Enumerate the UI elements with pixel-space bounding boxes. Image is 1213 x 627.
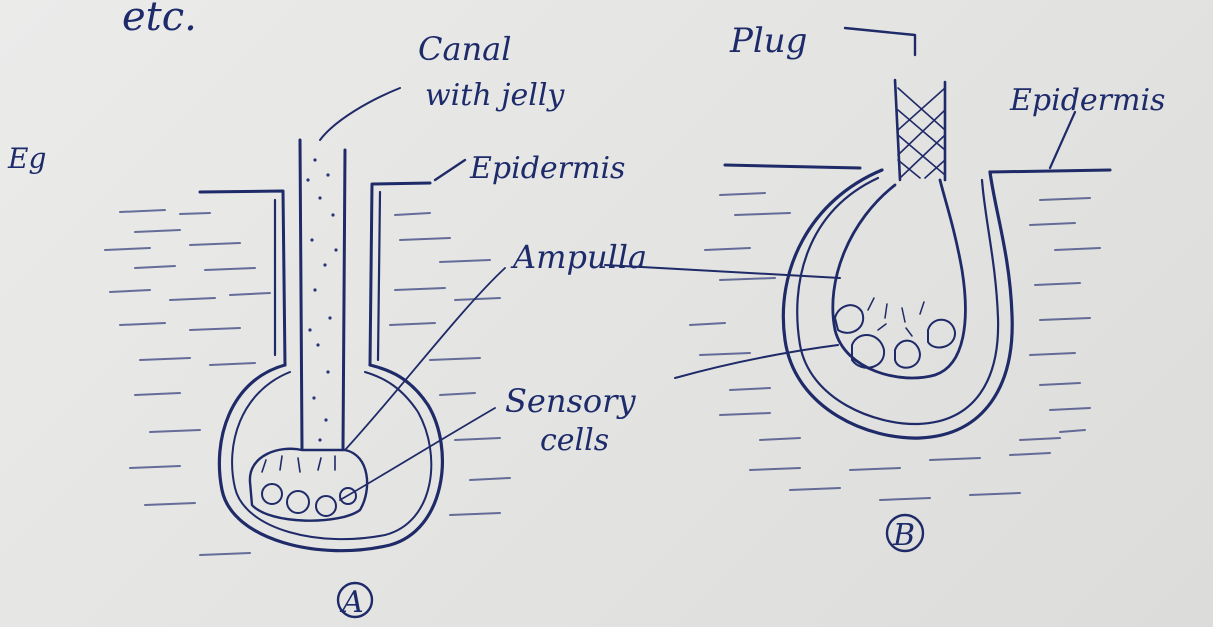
tissue-dashes-a bbox=[105, 210, 510, 555]
canal-label-line2: with jelly bbox=[425, 78, 565, 113]
epidermis-pointer-line-b bbox=[1050, 112, 1075, 168]
epidermis-right-surface-b bbox=[990, 170, 1110, 172]
plug-pointer-line bbox=[845, 28, 915, 55]
canal-pointer-line bbox=[320, 88, 400, 140]
epidermis-left-surface-b bbox=[725, 165, 860, 168]
diagram-b: Plug Epidermis B bbox=[605, 21, 1165, 553]
figure-a-marker: A bbox=[339, 585, 364, 620]
epidermis-pointer-line-a bbox=[435, 160, 465, 180]
diagram-a: Canal with jelly Epidermis Ampulla Senso… bbox=[105, 30, 647, 620]
sensory-pointer-line-b bbox=[675, 345, 838, 378]
ampulla-outer-lining-inner bbox=[797, 178, 998, 424]
epidermis-label-a: Epidermis bbox=[469, 151, 625, 186]
epidermis-left-surface bbox=[200, 191, 285, 365]
plug-label: Plug bbox=[729, 21, 807, 61]
sensory-label: Sensory bbox=[505, 382, 636, 420]
sensory-pointer-line-a bbox=[340, 408, 495, 500]
canal-label: Canal bbox=[418, 30, 511, 68]
epidermis-right-inner bbox=[378, 192, 380, 360]
canal-left-wall bbox=[300, 140, 302, 448]
jelly-dots bbox=[306, 158, 337, 441]
sensory-cells-a bbox=[250, 449, 367, 521]
plug-crosshatch bbox=[895, 80, 945, 180]
eg-label: Eg bbox=[7, 142, 46, 175]
figure-b-marker: B bbox=[892, 518, 915, 553]
ampulla-label: Ampulla bbox=[510, 238, 647, 276]
epidermis-label-b: Epidermis bbox=[1009, 83, 1165, 118]
etc-text: etc. bbox=[122, 0, 197, 40]
tissue-dashes-b bbox=[690, 193, 1100, 500]
canal-right-wall bbox=[343, 150, 345, 448]
sensory-label-line2: cells bbox=[540, 423, 609, 458]
